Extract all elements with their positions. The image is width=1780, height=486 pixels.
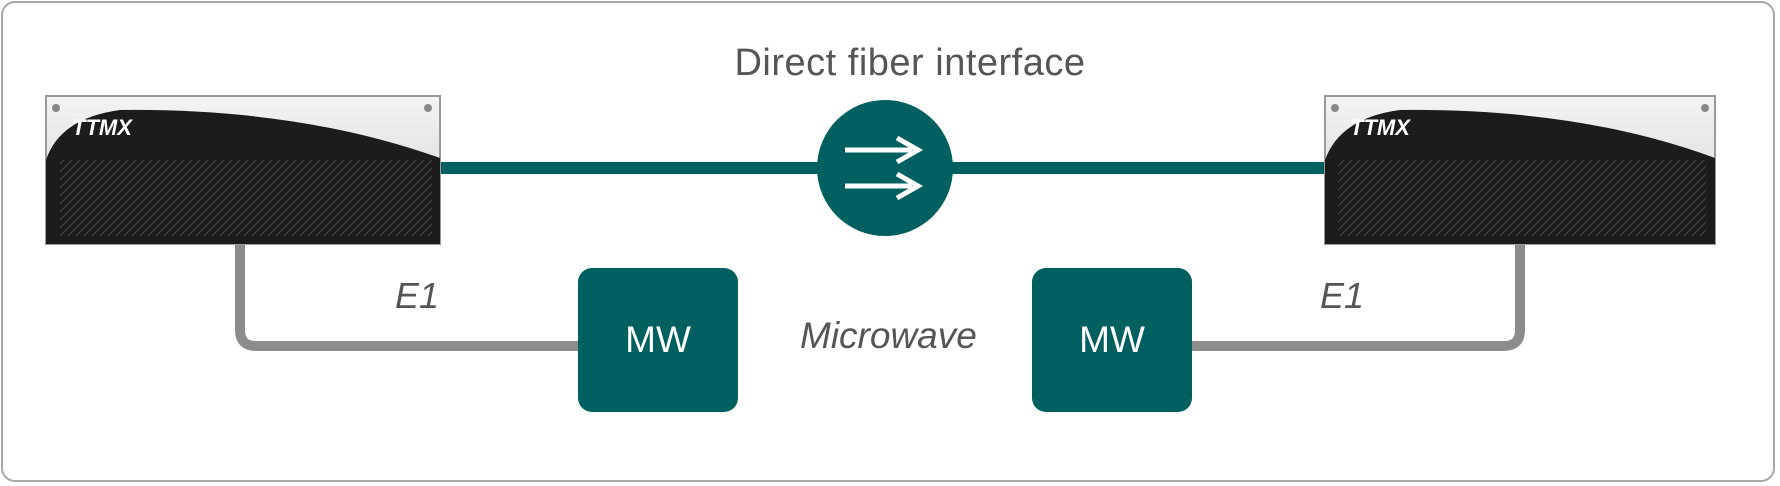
left-mw-box: MW — [578, 268, 738, 412]
left-device-brand: TTMX — [72, 115, 132, 140]
double-right-arrow-icon — [817, 100, 953, 236]
diagram-title: Direct fiber interface — [734, 42, 1086, 84]
right-e1-label: E1 — [1320, 275, 1365, 316]
left-e1-link — [235, 245, 580, 351]
microwave-caption: Microwave — [800, 315, 977, 356]
right-mw-box: MW — [1032, 268, 1192, 412]
left-e1-label: E1 — [395, 275, 440, 316]
right-device-brand: TTMX — [1350, 115, 1410, 140]
left-device-image — [45, 95, 441, 245]
right-device-image — [1324, 95, 1716, 245]
right-e1-link — [1190, 245, 1525, 351]
